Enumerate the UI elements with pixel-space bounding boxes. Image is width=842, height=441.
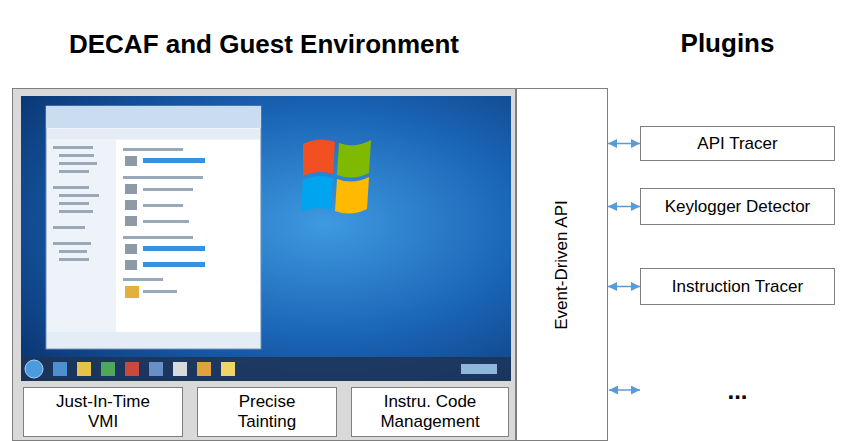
api-label: Event-Driven API xyxy=(552,200,572,329)
connector-arrow xyxy=(608,206,640,208)
connector-arrow xyxy=(608,143,640,145)
panel-heading: DECAF and Guest Environment xyxy=(13,29,515,59)
connector-arrow xyxy=(608,286,640,288)
plugin-box: API Tracer xyxy=(640,126,835,161)
box-label: Keylogger Detector xyxy=(665,197,811,217)
box-label: Just-In-Time VMI xyxy=(44,392,162,431)
component-box: Instru. Code Management xyxy=(351,387,509,437)
component-box: Precise Tainting xyxy=(197,387,337,437)
guest-screenshot xyxy=(21,96,511,381)
ellipsis-label: ... xyxy=(640,376,835,406)
guest-panel: DECAF and Guest EnvironmentJust-In-Time … xyxy=(12,88,516,441)
component-box: Just-In-Time VMI xyxy=(23,387,183,437)
more-plugins-arrow xyxy=(609,389,640,391)
box-label: Instruction Tracer xyxy=(672,277,803,297)
box-label: API Tracer xyxy=(697,134,777,154)
plugin-box: Instruction Tracer xyxy=(640,268,835,305)
box-label: Instru. Code Management xyxy=(362,392,498,431)
plugin-box: Keylogger Detector xyxy=(640,188,835,225)
api-bar: Event-Driven API xyxy=(516,88,608,441)
column-heading: Plugins xyxy=(620,28,835,58)
box-label: Precise Tainting xyxy=(223,392,311,431)
